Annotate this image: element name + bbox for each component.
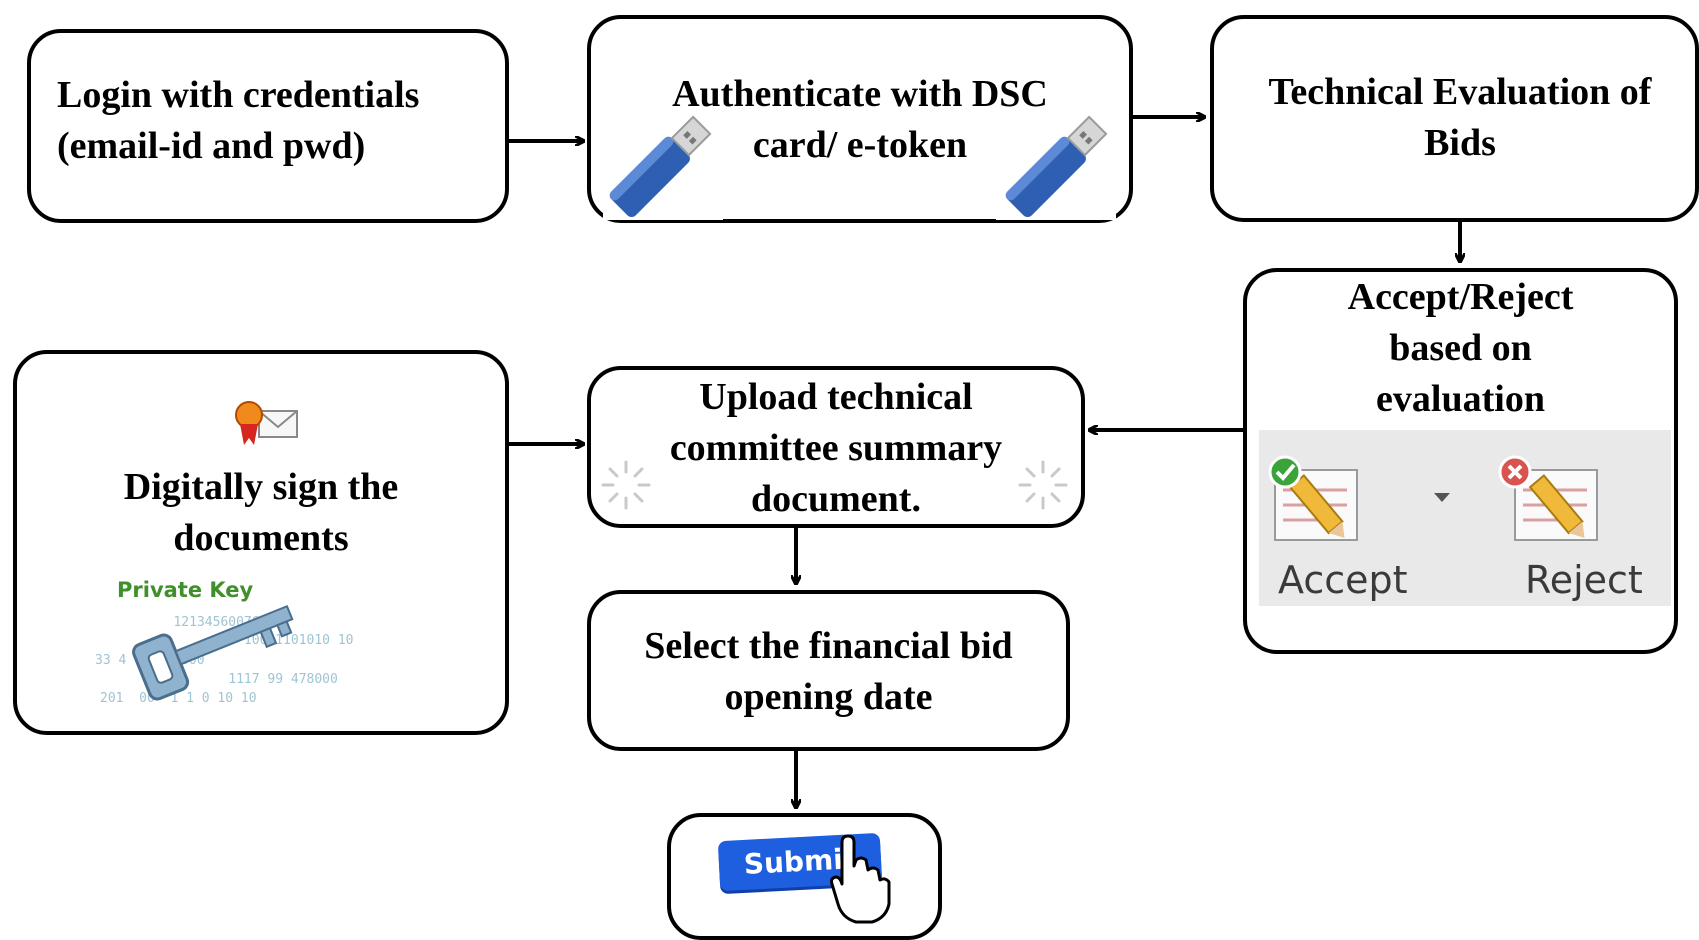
select-date-label: Select the financial bid opening date	[644, 625, 1013, 718]
select-date-node	[587, 590, 1070, 751]
reject-button-label: Reject	[1525, 558, 1643, 602]
private-key-label: Private Key	[117, 578, 254, 602]
accept-reject-label: Accept/Reject based on evaluation	[1347, 276, 1574, 420]
digitally-sign-label: Digitally sign the documents	[123, 466, 399, 559]
upload-label: Upload technical committee summary docum…	[669, 376, 1003, 520]
authenticate-label: Authenticate with DSC card/ e-token	[672, 73, 1048, 166]
login-label: Login with credentials (email-id and pwd…	[57, 74, 420, 167]
upload-node	[587, 366, 1085, 528]
accept-button-label: Accept	[1278, 558, 1408, 602]
technical-evaluation-node	[1210, 15, 1699, 222]
login-node	[27, 29, 509, 223]
private-key-digits-4: 1117 99 478000	[150, 672, 338, 687]
technical-evaluation-label: Technical Evaluation of Bids	[1268, 71, 1652, 164]
